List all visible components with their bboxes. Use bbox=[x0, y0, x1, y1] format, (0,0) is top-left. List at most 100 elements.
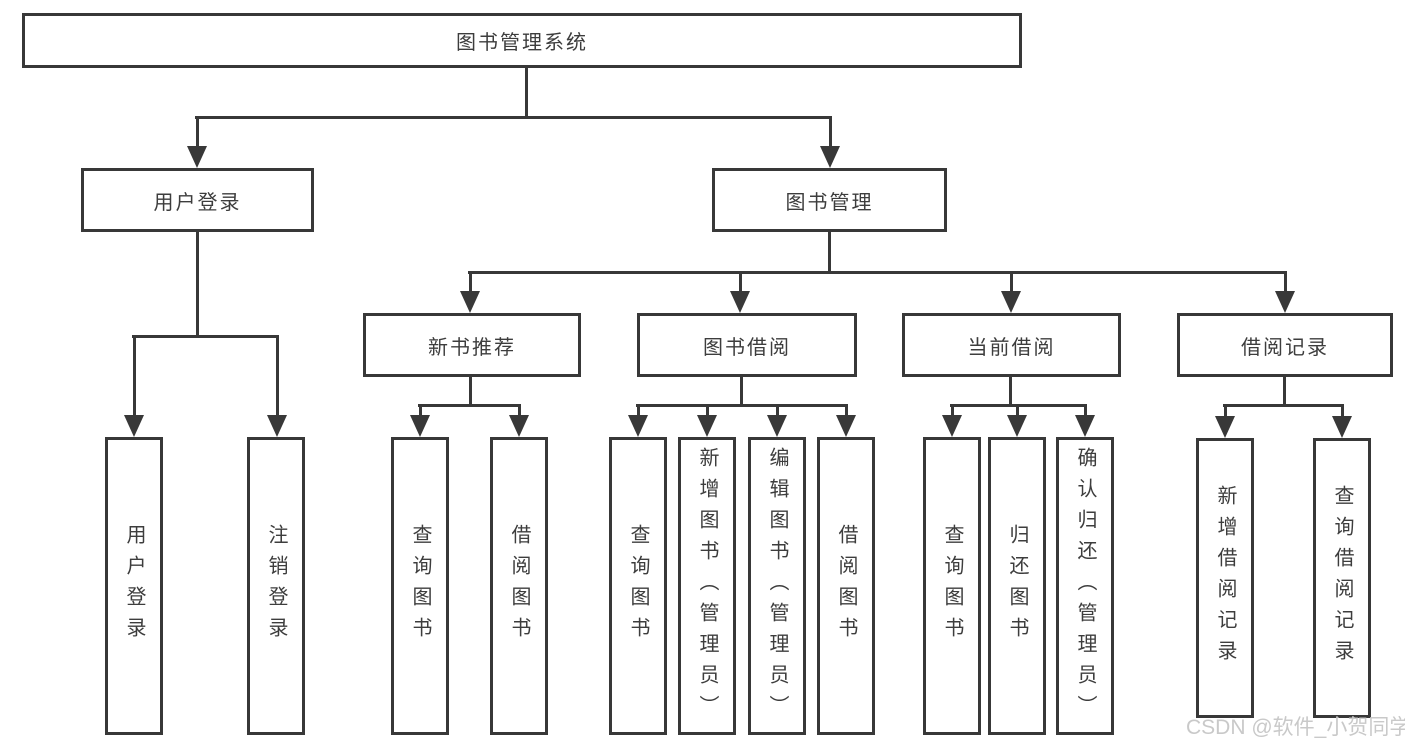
node-book-management-label: 图书管理 bbox=[785, 191, 874, 214]
node-current-borrowing-label: 当前借阅 bbox=[967, 336, 1056, 359]
arrow-down-icon bbox=[460, 273, 480, 313]
leaf-return-books: 归还图书 bbox=[988, 437, 1046, 735]
leaf-confirm-return-admin-label: 确认归还（管理员） bbox=[1074, 446, 1096, 726]
arrow-down-icon bbox=[942, 406, 962, 437]
arrowhead-down-icon bbox=[187, 146, 207, 168]
arrow-down-icon bbox=[1075, 406, 1095, 437]
arrow-stem bbox=[775, 406, 779, 417]
arrow-stem bbox=[705, 406, 709, 417]
arrowhead-down-icon bbox=[730, 291, 750, 313]
arrow-down-icon bbox=[410, 406, 430, 437]
arrowhead-down-icon bbox=[1007, 415, 1027, 437]
connector-user-login-rail bbox=[132, 335, 279, 338]
arrowhead-down-icon bbox=[942, 415, 962, 437]
node-user-login: 用户登录 bbox=[81, 168, 314, 232]
arrow-down-icon bbox=[730, 273, 750, 313]
connector-borrowing-stem bbox=[740, 377, 743, 407]
node-root: 图书管理系统 bbox=[22, 13, 1022, 68]
arrow-stem bbox=[418, 406, 422, 417]
arrow-down-icon bbox=[1275, 273, 1295, 313]
arrow-down-icon bbox=[267, 338, 287, 437]
arrow-down-icon bbox=[628, 406, 648, 437]
node-book-borrowing-label: 图书借阅 bbox=[703, 336, 791, 359]
leaf-add-books-admin: 新增图书（管理员） bbox=[678, 437, 736, 735]
arrow-stem bbox=[1340, 406, 1344, 418]
connector-root-stem bbox=[525, 68, 528, 119]
leaf-edit-books-admin-label: 编辑图书（管理员） bbox=[766, 446, 788, 726]
arrowhead-down-icon bbox=[267, 415, 287, 437]
node-book-borrowing: 图书借阅 bbox=[637, 313, 857, 377]
leaf-current-query-books-label: 查询图书 bbox=[941, 524, 963, 648]
arrowhead-down-icon bbox=[1215, 416, 1235, 438]
leaf-add-borrow-record: 新增借阅记录 bbox=[1196, 438, 1254, 718]
arrow-down-icon bbox=[697, 406, 717, 437]
connector-current-stem bbox=[1009, 377, 1012, 407]
leaf-borrow-query-books-label: 查询图书 bbox=[627, 524, 649, 648]
csdn-watermark: CSDN @软件_小贺同学 bbox=[1186, 716, 1405, 739]
connector-user-login-stem bbox=[196, 232, 199, 338]
node-borrowing-records: 借阅记录 bbox=[1177, 313, 1393, 377]
arrowhead-down-icon bbox=[836, 415, 856, 437]
leaf-logout-label: 注销登录 bbox=[265, 524, 287, 648]
connector-recommend-stem bbox=[469, 377, 472, 407]
arrow-stem bbox=[1083, 406, 1087, 417]
connector-borrowing-rail bbox=[636, 404, 848, 407]
leaf-user-login-label: 用户登录 bbox=[123, 524, 145, 648]
leaf-query-borrow-record-label: 查询借阅记录 bbox=[1331, 485, 1353, 671]
arrow-stem bbox=[844, 406, 848, 417]
arrow-stem bbox=[132, 338, 136, 417]
arrowhead-down-icon bbox=[509, 415, 529, 437]
arrow-down-icon bbox=[1332, 406, 1352, 438]
arrow-stem bbox=[1223, 406, 1227, 418]
leaf-borrow-query-books: 查询图书 bbox=[609, 437, 667, 735]
connector-records-stem bbox=[1283, 377, 1286, 407]
arrow-stem bbox=[275, 338, 279, 417]
leaf-confirm-return-admin: 确认归还（管理员） bbox=[1056, 437, 1114, 735]
arrow-down-icon bbox=[836, 406, 856, 437]
node-borrowing-records-label: 借阅记录 bbox=[1241, 336, 1329, 359]
leaf-add-borrow-record-label: 新增借阅记录 bbox=[1214, 485, 1236, 671]
arrow-down-icon bbox=[509, 406, 529, 437]
leaf-logout: 注销登录 bbox=[247, 437, 305, 735]
arrow-down-icon bbox=[187, 118, 207, 168]
connector-level2-rail bbox=[195, 116, 832, 119]
node-user-login-label: 用户登录 bbox=[153, 191, 242, 214]
leaf-query-borrow-record: 查询借阅记录 bbox=[1313, 438, 1371, 718]
node-root-label: 图书管理系统 bbox=[456, 32, 588, 54]
arrow-stem bbox=[636, 406, 640, 417]
arrow-stem bbox=[1283, 273, 1287, 293]
arrowhead-down-icon bbox=[820, 146, 840, 168]
arrowhead-down-icon bbox=[1275, 291, 1295, 313]
arrowhead-down-icon bbox=[767, 415, 787, 437]
node-book-management: 图书管理 bbox=[712, 168, 947, 232]
leaf-edit-books-admin: 编辑图书（管理员） bbox=[748, 437, 806, 735]
node-current-borrowing: 当前借阅 bbox=[902, 313, 1121, 377]
arrowhead-down-icon bbox=[1332, 416, 1352, 438]
arrow-down-icon bbox=[1001, 273, 1021, 313]
leaf-current-query-books: 查询图书 bbox=[923, 437, 981, 735]
arrowhead-down-icon bbox=[1075, 415, 1095, 437]
connector-records-rail bbox=[1223, 404, 1344, 407]
arrow-stem bbox=[828, 118, 832, 148]
leaf-borrow-books-label: 借阅图书 bbox=[835, 524, 857, 648]
arrow-stem bbox=[195, 118, 199, 148]
arrow-stem bbox=[517, 406, 521, 417]
connector-recommend-rail bbox=[418, 404, 521, 407]
leaf-add-books-admin-label: 新增图书（管理员） bbox=[696, 446, 718, 726]
arrow-stem bbox=[738, 273, 742, 293]
arrow-down-icon bbox=[124, 338, 144, 437]
arrowhead-down-icon bbox=[410, 415, 430, 437]
arrow-down-icon bbox=[1215, 406, 1235, 438]
arrowhead-down-icon bbox=[628, 415, 648, 437]
node-new-book-recommendation: 新书推荐 bbox=[363, 313, 581, 377]
arrow-stem bbox=[468, 273, 472, 293]
node-new-book-recommendation-label: 新书推荐 bbox=[428, 336, 516, 359]
arrowhead-down-icon bbox=[460, 291, 480, 313]
arrow-stem bbox=[1009, 273, 1013, 293]
arrowhead-down-icon bbox=[697, 415, 717, 437]
arrow-stem bbox=[1015, 406, 1019, 417]
leaf-recommend-borrow-books: 借阅图书 bbox=[490, 437, 548, 735]
connector-book-management-stem bbox=[828, 232, 831, 274]
arrow-stem bbox=[950, 406, 954, 417]
leaf-borrow-books: 借阅图书 bbox=[817, 437, 875, 735]
